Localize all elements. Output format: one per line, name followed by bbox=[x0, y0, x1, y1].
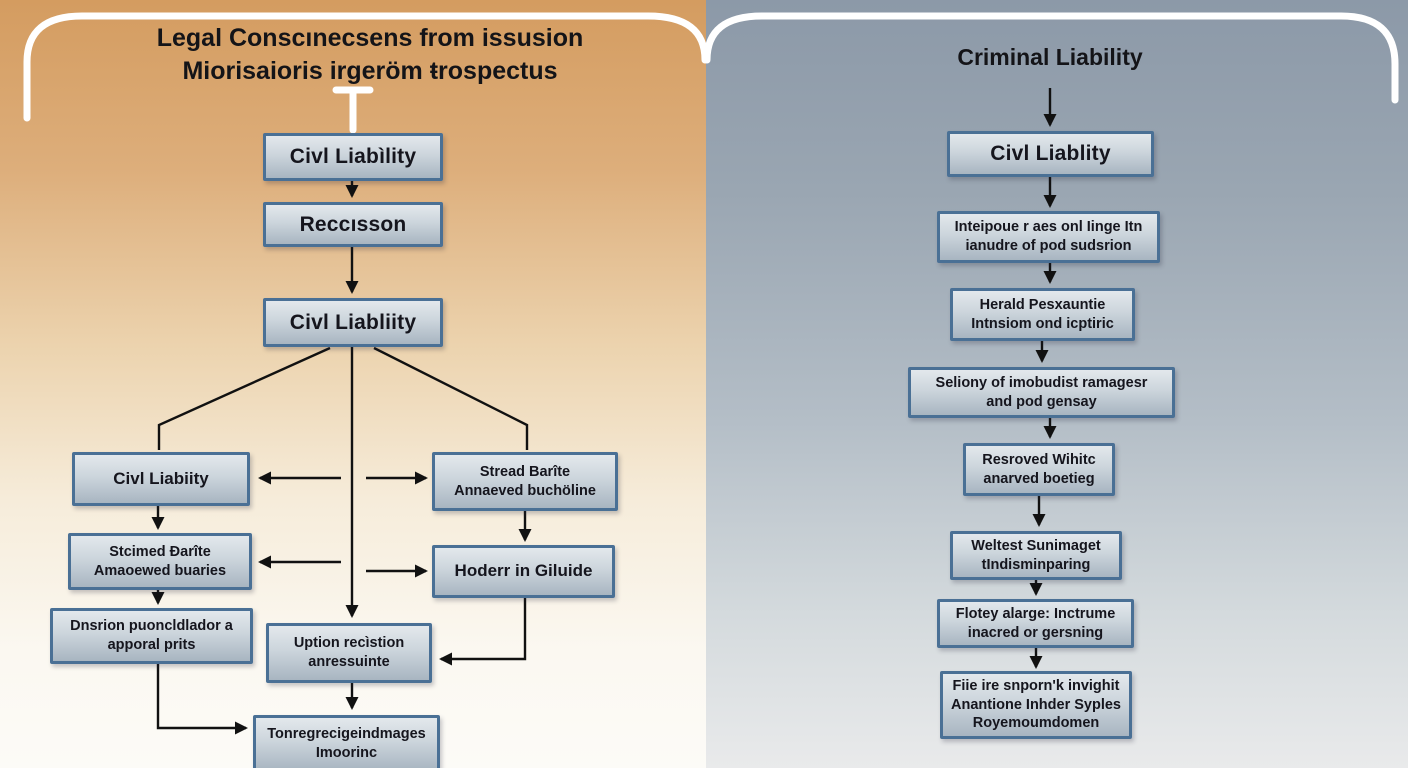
node-stcimed-parties: Stcimed Ðarîte Amaoewed buaries bbox=[68, 533, 252, 590]
node-civil-liability-3: Civl Liabiity bbox=[72, 452, 250, 506]
node-decision-appeal: Dnsrion puoncldlador a apporal prits bbox=[50, 608, 253, 664]
node-civil-liability-1: Civl Liabìlity bbox=[263, 133, 443, 181]
node-right-step-3: Herald Pesxauntie Intnsiom ond icptiric bbox=[950, 288, 1135, 341]
node-hoderr-guide: Hoderr in Giluide bbox=[432, 545, 615, 598]
left-panel-title: Legal Conscınecsens from issusion Mioris… bbox=[156, 24, 584, 85]
node-right-step-5: Resroved Wihitc anarved boetieg bbox=[963, 443, 1115, 496]
node-rescission: Reccısson bbox=[263, 202, 443, 247]
node-uption-rescission: Uption recìstion anressuinte bbox=[266, 623, 432, 683]
node-right-step-7: Flotey alarge: Inctrume inacred or gersn… bbox=[937, 599, 1134, 648]
right-panel-title: Criminal Liability bbox=[957, 44, 1143, 70]
node-right-step-4: Seliony of imobudist ramagesr and pod ge… bbox=[908, 367, 1175, 418]
node-stread-parties: Stread Barîte Annaeved buchöline bbox=[432, 452, 618, 511]
node-right-step-8: Fiie ire snporn'k invighit Anantione Inh… bbox=[940, 671, 1132, 739]
node-damages: Tonregrecigeindmages Imoorinc bbox=[253, 715, 440, 768]
node-right-step-6: Weltest Sunimaget tIndisminparing bbox=[950, 531, 1122, 580]
node-right-step-2: Inteipoue r aes onl Iinge Itn ianudre of… bbox=[937, 211, 1160, 263]
node-civil-liability-2: Civl Liabliity bbox=[263, 298, 443, 347]
node-right-civil-liability: Civl Liablity bbox=[947, 131, 1154, 177]
